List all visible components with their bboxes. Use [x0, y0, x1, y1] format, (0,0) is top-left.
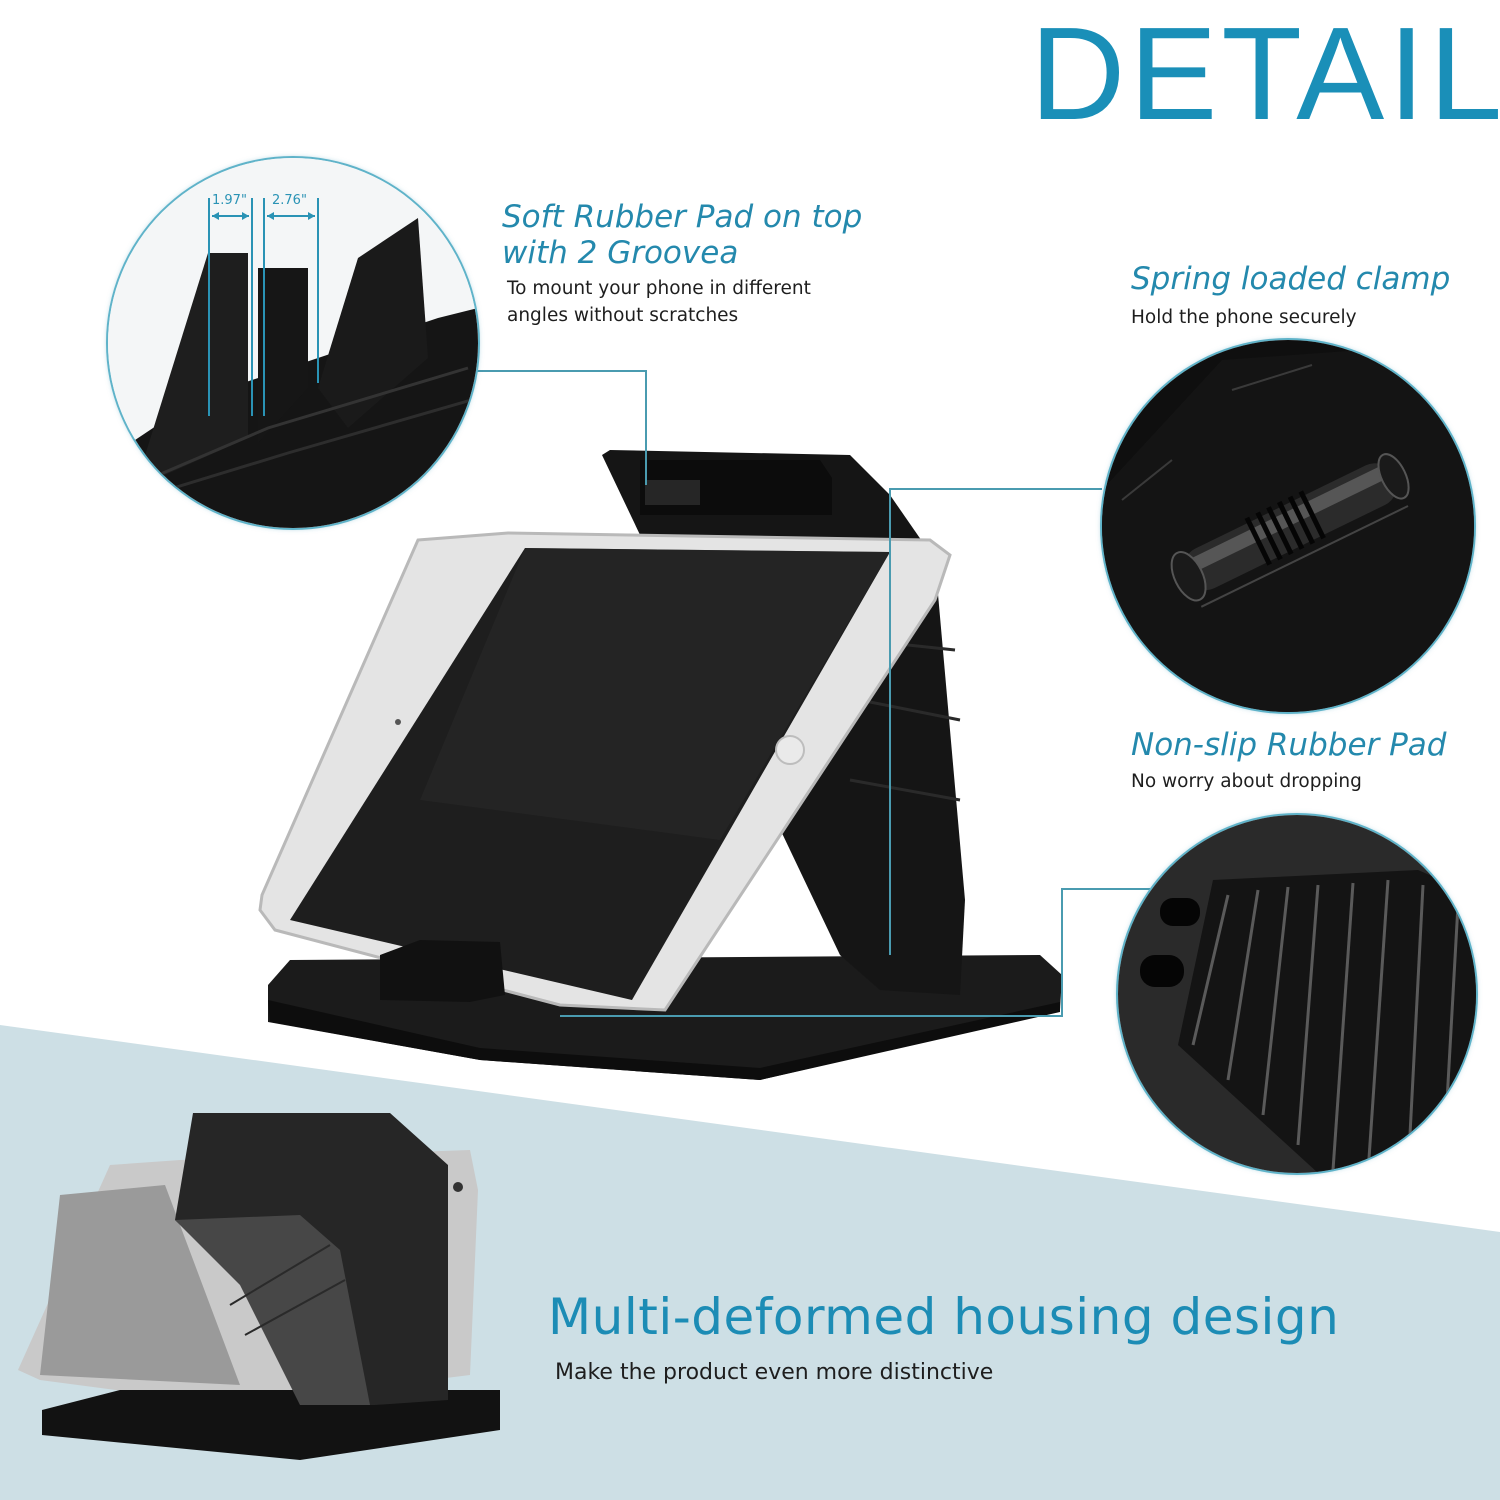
feature-desc-rubber-pad-line1: To mount your phone in different: [507, 278, 811, 299]
feature-desc-non-slip-pad: No worry about dropping: [1131, 771, 1362, 792]
detail-circle-non-slip-pad: [1118, 815, 1476, 1173]
dimension-label-1: 1.97": [212, 193, 247, 208]
feature-title-rubber-pad-line1: Soft Rubber Pad on top: [502, 199, 863, 235]
detail-circle-spring-clamp: [1102, 340, 1474, 712]
spring-clamp-image: [1102, 340, 1474, 712]
non-slip-pad-image: [1118, 815, 1476, 1173]
main-product-image: [258, 450, 1062, 1080]
folded-product-image: [18, 1113, 500, 1460]
feature-desc-rubber-pad-line2: angles without scratches: [507, 305, 739, 326]
feature-title-non-slip-pad: Non-slip Rubber Pad: [1131, 727, 1447, 763]
detail-circle-rubber-pad: 1.97" 2.76": [108, 158, 478, 528]
feature-title-spring-clamp: Spring loaded clamp: [1131, 261, 1451, 297]
page-title: DETAIL: [1030, 0, 1500, 147]
bottom-section-desc: Make the product even more distinctive: [555, 1360, 994, 1385]
feature-title-rubber-pad-line2: with 2 Groovea: [502, 235, 739, 271]
dimension-label-2: 2.76": [272, 193, 307, 208]
rubber-pad-grooves-image: 1.97" 2.76": [108, 158, 478, 528]
feature-desc-spring-clamp: Hold the phone securely: [1131, 307, 1357, 328]
callout-lines: [470, 370, 1150, 1017]
bottom-section-title: Multi-deformed housing design: [548, 1288, 1340, 1346]
